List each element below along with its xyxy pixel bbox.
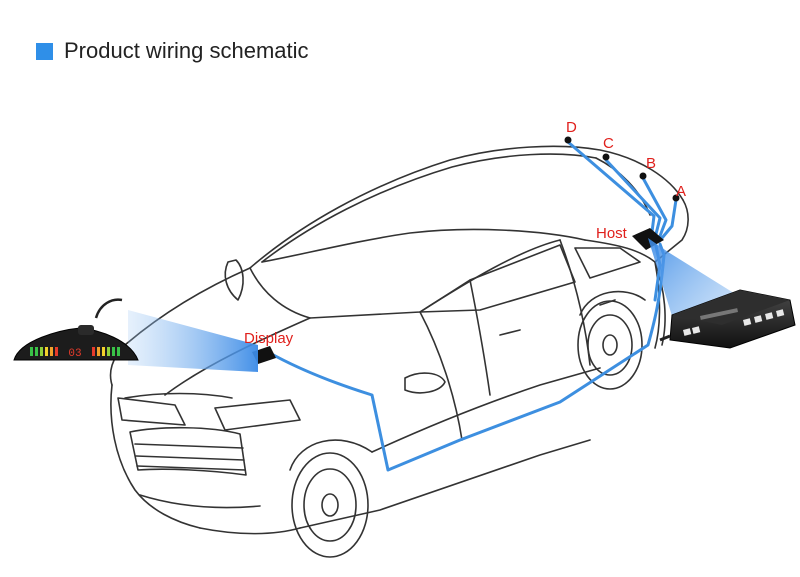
sensor-dots (564, 136, 680, 202)
sensor-c-label: C (603, 135, 614, 152)
sensor-d-label: D (566, 119, 577, 136)
host-control-box (659, 289, 796, 349)
display-led-bars (30, 347, 120, 356)
sensor-c-dot (602, 153, 610, 161)
header-square-icon (36, 42, 53, 60)
display-digits: 03 (68, 348, 81, 360)
sensor-a-label: A (676, 183, 686, 200)
display-unit: 03 (13, 298, 139, 361)
wiring-harness (266, 140, 678, 472)
host-box-on-car (632, 228, 664, 250)
host-connectors (683, 309, 785, 336)
sensor-b-dot (639, 172, 647, 180)
page-header: Product wiring schematic (36, 38, 309, 64)
display-beam (128, 310, 258, 372)
sensor-b-label: B (646, 155, 656, 172)
host-label: Host (596, 225, 628, 242)
display-label: Display (244, 330, 294, 347)
sensor-a-dot (672, 194, 680, 202)
page-title: Product wiring schematic (64, 38, 309, 63)
sensor-d-dot (564, 136, 572, 144)
